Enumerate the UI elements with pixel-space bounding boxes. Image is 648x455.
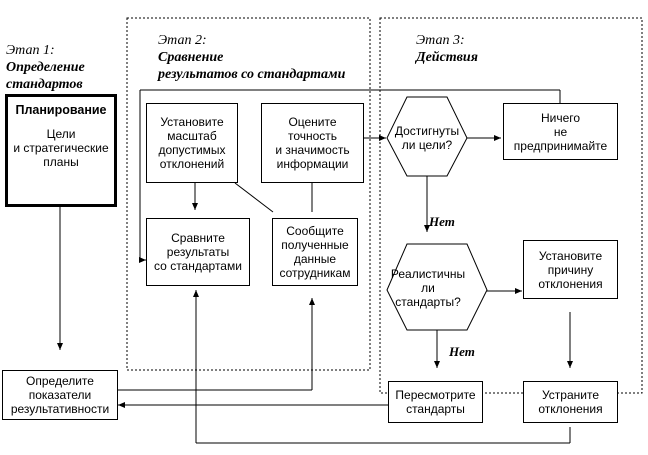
stage1-heading: Этап 1: Определение стандартов [6,42,85,93]
planning-line2: и стратегические [13,141,109,155]
planning-line1: Цели [46,127,76,141]
decision-realistic-shape [386,243,488,331]
evaluate-line2: точность [287,129,338,143]
find-cause-line3: отклонения [538,276,603,291]
indicators-box: Определите показатели результативности [2,370,118,420]
stage1-number: Этап 1: [6,43,55,58]
evaluate-line3: и значимость [275,143,350,157]
decision-goals-text: Достигнуты ли цели? [387,118,467,158]
stage2-title-line1: Сравнение [158,50,224,65]
find-cause-line1: Установите [538,248,603,263]
do-nothing-line1: Ничего [540,110,581,125]
compare-box: Сравните результаты со стандартами [146,218,250,286]
evaluate-box: Оцените точность и значимость информации [261,103,364,183]
fix-line1: Устраните [541,388,600,402]
report-line2: полученные [281,238,349,252]
decision-realistic-text: Реалистичны ли стандарты? [383,262,473,314]
planning-box: Планирование Цели и стратегические планы [5,94,117,207]
planning-title: Планирование [15,103,107,117]
stage3-heading: Этап 3: Действия [416,32,478,66]
goals-line2: ли цели? [401,138,453,152]
stage2-title-line2: результатов со стандартами [158,67,346,82]
edge-label-no-realistic: Нет [449,344,475,359]
revise-standards-box: Пересмотрите стандарты [388,381,483,423]
report-line3: данные [293,252,337,266]
realistic-line3: стандарты? [395,295,461,309]
revise-line2: стандарты [406,402,465,416]
set-scale-line2: масштаб [167,129,217,143]
stage2-heading: Этап 2: Сравнение результатов со стандар… [158,32,345,83]
indicators-line3: результативности [10,402,110,416]
evaluate-line1: Оцените [288,115,337,129]
fix-line2: отклонения [538,402,603,416]
set-scale-box: Установите масштаб допустимых отклонений [146,103,238,183]
set-scale-line1: Установите [160,115,224,129]
compare-line2: результаты [166,245,230,259]
compare-line1: Сравните [171,231,225,245]
stage1-title-line1: Определение [6,60,85,75]
do-nothing-line2: не [553,124,568,139]
report-line1: Сообщите [286,224,344,238]
realistic-line2: ли [421,281,435,295]
compare-line3: со стандартами [154,259,242,273]
report-box: Сообщите полученные данные сотрудникам [272,218,358,286]
do-nothing-line3: предпринимайте [513,138,608,153]
edge-label-no-goals: Нет [429,214,455,229]
report-line4: сотрудникам [279,266,351,280]
set-scale-line3: допустимых [158,143,226,157]
goals-line1: Достигнуты [394,124,460,138]
indicators-line2: показатели [28,388,92,402]
set-scale-line4: отклонений [159,157,225,171]
do-nothing-box: Ничего не предпринимайте [503,103,618,160]
fix-deviation-box: Устраните отклонения [523,381,618,423]
planning-line3: планы [43,155,79,169]
realistic-line1: Реалистичны [390,267,466,281]
evaluate-line4: информации [276,157,349,171]
stage2-frame [126,17,371,371]
stage3-frame [379,17,643,394]
revise-line1: Пересмотрите [395,388,476,402]
decision-goals-shape [386,96,468,177]
stage1-title-line2: стандартов [6,77,83,92]
find-cause-box: Установите причину отклонения [523,240,618,299]
stage3-number: Этап 3: [416,33,465,48]
find-cause-line2: причину [547,262,594,277]
indicators-line1: Определите [26,374,94,388]
stage2-number: Этап 2: [158,33,207,48]
stage3-title-line1: Действия [416,50,478,65]
